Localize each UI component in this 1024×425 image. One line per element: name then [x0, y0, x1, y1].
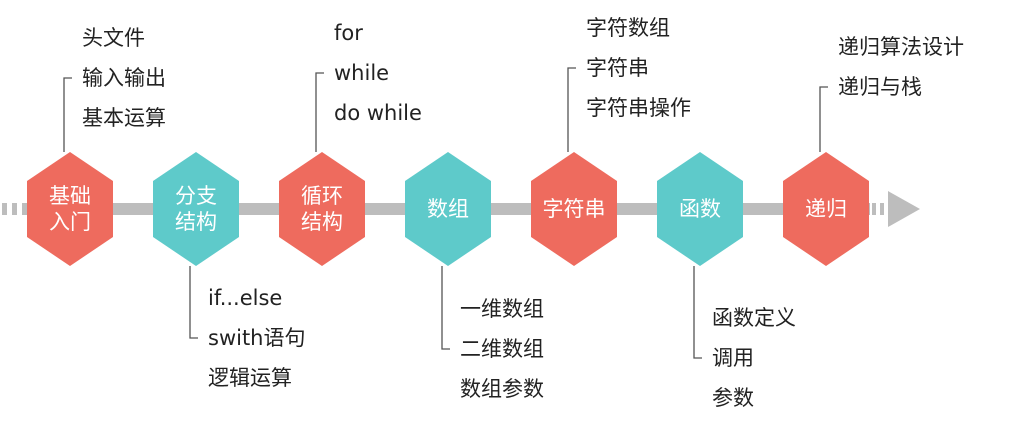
topic-item: for: [334, 21, 363, 45]
arrow-head-dash: [872, 203, 876, 215]
topic-item: 逻辑运算: [208, 366, 292, 390]
topic-item: 输入输出: [82, 66, 166, 90]
topic-item: 递归算法设计: [838, 35, 964, 59]
stage-label: 结构: [175, 210, 217, 234]
topic-item: 数组参数: [460, 377, 544, 401]
stage-hexagon: [531, 152, 617, 266]
stage-label: 循环: [301, 184, 343, 208]
arrow-head: [888, 191, 920, 227]
stage-hexagon: [153, 152, 239, 266]
stage-hexagon: [405, 152, 491, 266]
topic-item: do while: [334, 101, 422, 125]
topic-item: 字符数组: [586, 16, 670, 40]
stage-label: 入门: [49, 210, 91, 234]
stage-label: 递归: [805, 197, 847, 221]
stage-hexagon: [279, 152, 365, 266]
topic-item: 字符串操作: [586, 96, 691, 120]
topic-item: 一维数组: [460, 297, 544, 321]
stage-label: 字符串: [543, 197, 606, 221]
arrow-tail-dash: [12, 203, 17, 215]
topic-bracket: [441, 266, 450, 350]
topic-bracket: [819, 86, 828, 152]
stage-label: 数组: [427, 197, 469, 221]
topic-item: 头文件: [82, 26, 145, 50]
stage-hexagon: [657, 152, 743, 266]
topic-bracket: [63, 77, 72, 152]
topic-item: 字符串: [586, 56, 649, 80]
topic-item: 调用: [712, 346, 754, 370]
stage-label: 分支: [175, 184, 217, 208]
topic-item: 递归与栈: [838, 75, 922, 99]
arrow-tail-dash: [2, 203, 7, 215]
topic-bracket: [189, 266, 198, 339]
stage-hexagon: [783, 152, 869, 266]
arrow-tail-dash: [22, 203, 27, 215]
topic-item: 二维数组: [460, 337, 544, 361]
topic-item: 基本运算: [82, 106, 166, 130]
topic-item: swith语句: [208, 326, 306, 350]
stage-label: 函数: [679, 197, 721, 221]
topic-bracket: [567, 67, 576, 152]
topic-item: 函数定义: [712, 306, 796, 330]
topic-item: while: [334, 61, 389, 85]
stage-label: 基础: [49, 184, 91, 208]
topic-item: if...else: [208, 286, 282, 310]
topic-bracket: [315, 72, 324, 152]
stage-hexagon: [27, 152, 113, 266]
stage-label: 结构: [301, 210, 343, 234]
arrow-head-dash: [880, 203, 884, 215]
topic-item: 参数: [712, 386, 754, 410]
topic-bracket: [693, 266, 702, 359]
